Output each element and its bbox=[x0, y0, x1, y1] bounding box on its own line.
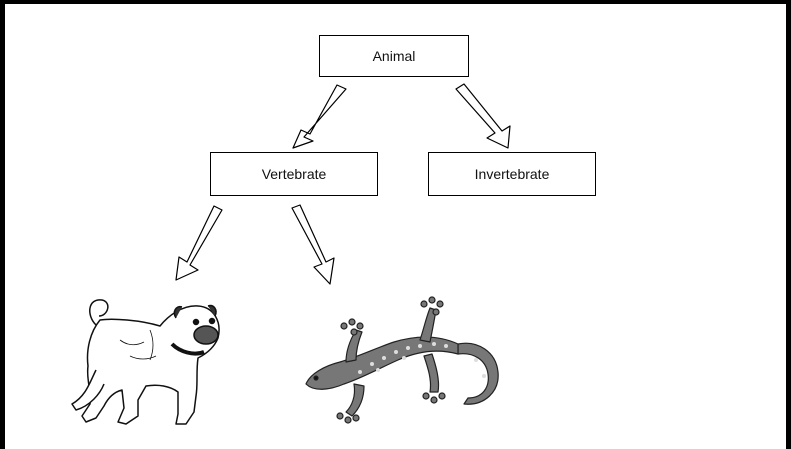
pug-ear-right bbox=[207, 304, 217, 317]
gecko-body bbox=[305, 336, 459, 390]
frame-border-left bbox=[0, 0, 5, 449]
gecko-spots bbox=[358, 342, 486, 378]
node-animal: Animal bbox=[319, 35, 469, 77]
pug-collar bbox=[170, 342, 205, 356]
node-vertebrate-label: Vertebrate bbox=[261, 166, 327, 182]
gecko-leg-back-lower bbox=[423, 353, 440, 393]
arrow-animal-to-invertebrate bbox=[455, 83, 511, 149]
frame-border-top bbox=[0, 0, 791, 4]
gecko-leg-front-upper bbox=[345, 329, 363, 363]
pug-eye-right bbox=[208, 317, 216, 325]
arrow-vertebrate-to-dog bbox=[175, 205, 223, 281]
arrow-vertebrate-to-lizard bbox=[291, 204, 335, 285]
pug-illustration bbox=[71, 299, 220, 425]
frame-border-right bbox=[786, 0, 791, 449]
pug-ear bbox=[173, 305, 183, 319]
pug-wrinkles bbox=[119, 329, 157, 361]
gecko-tail bbox=[457, 342, 499, 405]
arrow-animal-to-vertebrate bbox=[292, 84, 347, 149]
pug-leg-back bbox=[71, 369, 105, 411]
gecko-illustration bbox=[305, 296, 499, 424]
gecko-feet bbox=[336, 296, 446, 424]
pug-eye bbox=[192, 318, 200, 326]
connector-arrows bbox=[175, 83, 511, 285]
pug-tail bbox=[89, 299, 109, 326]
node-animal-label: Animal bbox=[372, 48, 416, 64]
pug-muzzle bbox=[193, 325, 219, 345]
node-vertebrate: Vertebrate bbox=[210, 152, 378, 196]
node-invertebrate-label: Invertebrate bbox=[474, 166, 550, 182]
node-invertebrate: Invertebrate bbox=[428, 152, 596, 196]
gecko-leg-front-lower bbox=[345, 383, 365, 417]
gecko-eye bbox=[313, 375, 319, 381]
